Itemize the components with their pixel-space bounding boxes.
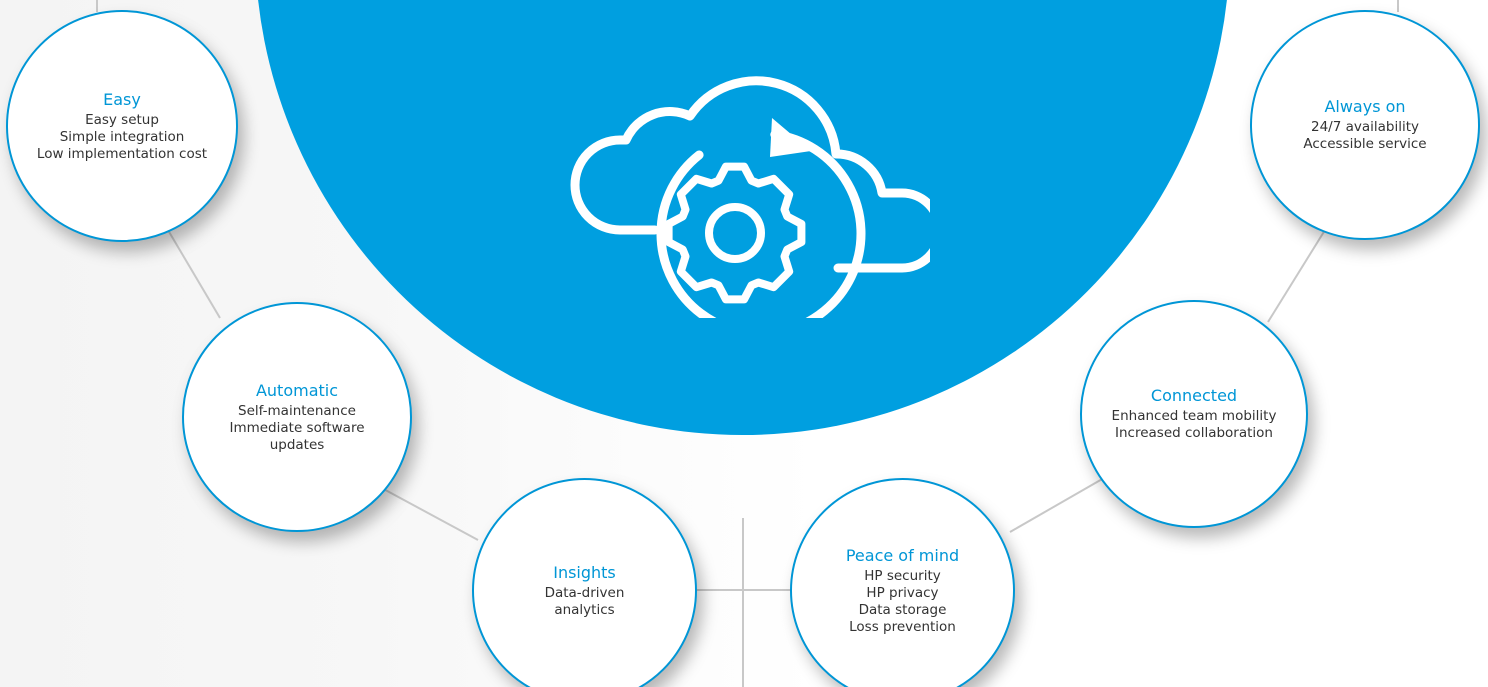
benefit-automatic-title: Automatic (255, 380, 339, 400)
benefit-connected: Connected Enhanced team mobility Increas… (1080, 300, 1308, 528)
benefit-easy-line: Easy setup (85, 111, 159, 128)
benefit-always-on-title: Always on (1324, 97, 1406, 116)
benefit-easy: Easy Easy setup Simple integration Low i… (6, 10, 238, 242)
benefit-insights-line: analytics (554, 601, 615, 618)
connector-peace-connected (1009, 477, 1105, 533)
benefit-peace-of-mind: Peace of mind HP security HP privacy Dat… (790, 478, 1015, 687)
benefit-automatic-line: Self-maintenance (238, 402, 356, 419)
benefit-easy-line: Low implementation cost (36, 145, 208, 162)
benefit-insights-title: Insights (553, 562, 616, 582)
sync-arc (656, 130, 866, 318)
connector-connected-always (1267, 221, 1331, 323)
benefit-easy-line: Simple integration (59, 128, 185, 145)
benefit-automatic-line: Immediate software (229, 419, 365, 436)
benefit-automatic: Automatic Self-maintenance Immediate sof… (182, 302, 412, 532)
benefit-connected-line: Enhanced team mobility (1111, 408, 1277, 424)
connector-automatic-insights (377, 485, 479, 541)
benefit-peace-of-mind-line: Loss prevention (849, 618, 956, 635)
benefit-always-on-line: 24/7 availability (1310, 119, 1420, 135)
benefit-connected-title: Connected (1150, 386, 1238, 405)
gear-outline (664, 162, 806, 304)
benefit-insights: Insights Data-driven analytics (472, 478, 697, 687)
sync-arrowhead (770, 118, 811, 157)
benefit-easy-title: Easy (103, 89, 141, 109)
benefit-always-on-line: Accessible service (1303, 136, 1427, 152)
connector-easy-automatic (164, 224, 221, 319)
benefit-connected-line: Increased collaboration (1115, 425, 1273, 441)
benefit-insights-line: Data-driven (544, 584, 625, 601)
benefit-peace-of-mind-line: Data storage (858, 601, 947, 618)
gear-hub (705, 203, 765, 263)
benefit-peace-of-mind-line: HP privacy (866, 584, 939, 601)
benefit-always-on: Always on 24/7 availability Accessible s… (1250, 10, 1480, 240)
cloud-gear-sync-icon (570, 76, 930, 318)
benefit-peace-of-mind-title: Peace of mind (845, 545, 960, 565)
benefit-peace-of-mind-line: HP security (864, 567, 941, 584)
cloud-outline (570, 76, 930, 273)
benefit-automatic-line: updates (269, 436, 325, 453)
